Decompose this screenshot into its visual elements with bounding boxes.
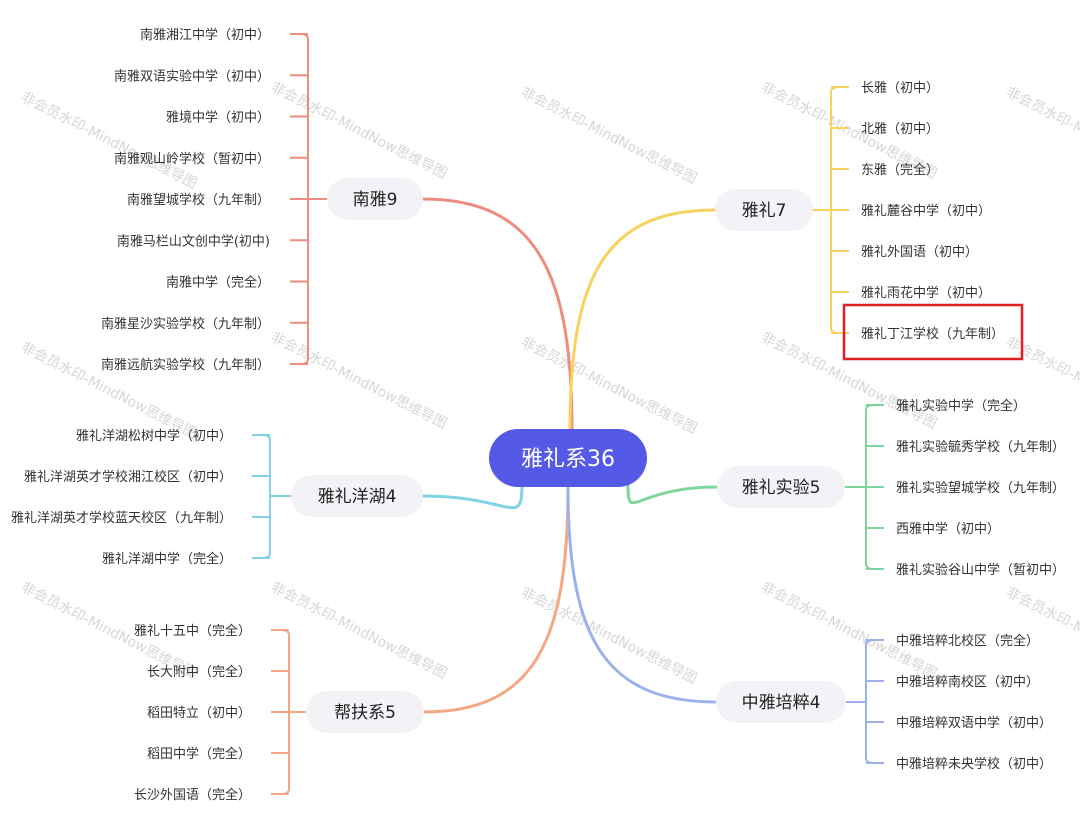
branch-pill[interactable] (717, 466, 845, 508)
branch-pill[interactable] (715, 189, 813, 231)
branch-node[interactable]: 中雅培粹4 (716, 681, 846, 723)
leaf-node: 南雅望城学校（九年制） (127, 192, 270, 208)
leaf-node: 雅礼洋湖英才学校蓝天校区（九年制） (11, 510, 232, 526)
leaf-node: 南雅双语实验中学（初中） (114, 68, 270, 84)
highlight-box (842, 303, 1024, 361)
leaf-node: 长雅（初中） (861, 81, 939, 96)
branch-label: 雅礼洋湖4 (318, 487, 397, 507)
branch-node[interactable]: 雅礼实验5 (717, 466, 845, 508)
leaf-node: 长沙外国语（完全） (134, 787, 251, 803)
watermark-text: 非会员水印-MindNow思维导图 (18, 89, 199, 192)
leaf-node: 雅礼实验谷山中学（暂初中） (896, 562, 1065, 578)
leaf-node: 稻田特立（初中） (147, 706, 251, 721)
leaf-node: 南雅远航实验学校（九年制） (101, 357, 270, 373)
leaf-node: 雅礼洋湖中学（完全） (102, 551, 232, 567)
leaf-node: 雅礼外国语（初中） (861, 244, 978, 260)
leaf-node: 中雅培粹双语中学（初中） (896, 715, 1052, 731)
branch-label: 帮扶系5 (334, 703, 396, 723)
watermark-text: 非会员水印-MindNow思维导图 (518, 584, 699, 687)
branch-node[interactable]: 雅礼7 (715, 189, 813, 231)
center-pill[interactable] (489, 429, 647, 487)
leaf-node: 稻田中学（完全） (147, 746, 251, 762)
watermark-text: 非会员水印-MindNow思维导图 (268, 329, 449, 432)
leaf-node: 雅礼洋湖松树中学（初中） (76, 428, 232, 444)
leaf-node: 雅礼实验望城学校（九年制） (896, 480, 1065, 496)
watermark-text: 非会员水印-MindNow思维导图 (518, 84, 699, 187)
leaf-node: 中雅培粹南校区（初中） (896, 674, 1039, 690)
watermark-text: 非会员水印-MindNow思维导图 (1003, 84, 1080, 187)
leaf-node: 雅礼丁江学校（九年制） (861, 326, 1004, 342)
leaf-node: 中雅培粹北校区（完全） (896, 633, 1039, 649)
branch-connector (422, 484, 570, 714)
branch-connector (568, 208, 717, 432)
leaf-node: 雅礼实验毓秀学校（九年制） (896, 439, 1065, 455)
leaf-node: 南雅中学（完全） (166, 275, 270, 291)
leaf-node: 东雅（完全） (861, 162, 939, 178)
branch-pill[interactable] (327, 178, 423, 220)
leaf-node: 中雅培粹未央学校（初中） (896, 756, 1052, 772)
leaf-node: 西雅中学（初中） (896, 521, 1000, 537)
leaf-node: 北雅（初中） (861, 122, 939, 137)
watermark-text: 非会员水印-MindNow思维导图 (268, 79, 449, 182)
leaf-node: 南雅星沙实验学校（九年制） (101, 316, 270, 332)
leaf-node: 长大附中（完全） (147, 664, 251, 680)
leaf-node: 雅礼洋湖英才学校湘江校区（初中） (24, 469, 232, 485)
bracket-line (261, 434, 271, 559)
branch-pill[interactable] (716, 681, 846, 723)
branch-connector (626, 481, 719, 505)
leaf-node: 雅礼十五中（完全） (134, 623, 251, 639)
leaf-node: 南雅马栏山文创中学(初中) (117, 233, 270, 249)
branch-label: 雅礼7 (742, 201, 787, 221)
watermark-text: 非会员水印-MindNow思维导图 (268, 579, 449, 682)
center-label: 雅礼系36 (521, 447, 615, 472)
branch-node[interactable]: 南雅9 (327, 178, 423, 220)
branch-label: 中雅培粹4 (742, 693, 821, 713)
leaf-node: 雅礼麓谷中学（初中） (861, 203, 991, 219)
branch-connector (421, 197, 574, 432)
connector-layer (252, 33, 884, 795)
leaf-node: 雅礼实验中学（完全） (896, 398, 1026, 414)
branch-label: 南雅9 (353, 190, 398, 210)
watermark-text: 非会员水印-MindNow思维导图 (1003, 334, 1080, 437)
leaf-node: 南雅湘江中学（初中） (140, 27, 270, 43)
watermark-text: 非会员水印-MindNow思维导图 (518, 334, 699, 437)
branch-node[interactable]: 帮扶系5 (306, 691, 424, 733)
branch-pill[interactable] (291, 475, 423, 517)
bracket-line (865, 639, 875, 764)
leaf-node: 南雅观山岭学校（暂初中） (114, 151, 270, 167)
center-node[interactable]: 雅礼系36 (489, 429, 647, 487)
watermark-text: 非会员水印-MindNow思维导图 (758, 329, 939, 432)
node-layer: 南雅湘江中学（初中） 南雅双语实验中学（初中） 雅境中学（初中） 南雅观山岭学校（暂初… (11, 27, 1065, 803)
branch-pill[interactable] (306, 691, 424, 733)
branch-connector (566, 484, 718, 704)
leaf-node: 雅礼雨花中学（初中） (861, 285, 991, 301)
branch-connector (421, 481, 524, 510)
leaf-node: 雅境中学（初中） (166, 110, 270, 126)
branch-node[interactable]: 雅礼洋湖4 (291, 475, 423, 517)
watermark-text: 非会员水印-MindNow思维导图 (18, 339, 199, 442)
watermark-text: 非会员水印-MindNow思维导图 (758, 579, 939, 682)
branch-label: 雅礼实验5 (742, 478, 821, 498)
